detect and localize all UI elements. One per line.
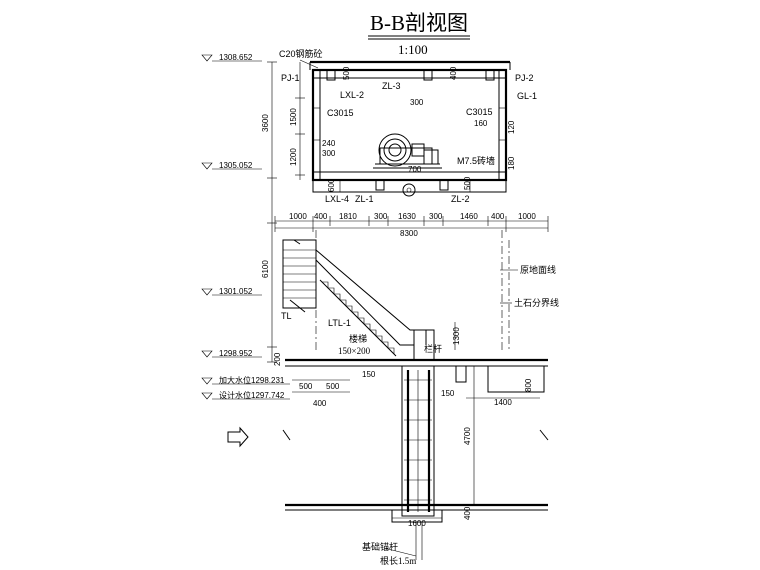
label-soil-rock: 土石分界线 (514, 297, 559, 308)
lower-dimensions: 500 500 400 150 150 800 1400 4700 400 16… (292, 366, 540, 566)
dim-200: 200 (273, 352, 282, 366)
dim-600: 600 (327, 178, 336, 192)
label-ltl1: LTL-1 (328, 318, 351, 328)
dim-150-b: 150 (441, 389, 455, 398)
dim-row-1630: 1630 (398, 212, 416, 221)
dim-300-wall: 300 (322, 149, 336, 158)
elevation-design-water: 设计水位1297.742 (219, 390, 285, 400)
dim-1600: 1600 (408, 519, 426, 528)
dim-500-slab: 500 (463, 176, 472, 190)
label-c20: C20钢筋砼 (279, 48, 323, 59)
dim-row-400-right: 400 (491, 212, 505, 221)
hoist-machine (373, 133, 442, 197)
left-dimension-chain: 3600 1500 1200 6100 200 (261, 61, 305, 366)
dim-6100: 6100 (261, 260, 270, 278)
label-stair: 楼梯 (349, 333, 367, 344)
stair-section: TL LTL-1 楼梯 150×200 栏杆 1300 (281, 239, 461, 361)
label-stair-size: 150×200 (338, 346, 371, 356)
dim-row-400-left: 400 (314, 212, 328, 221)
label-m75: M7.5砖墙 (457, 155, 495, 166)
dim-400-lower: 400 (313, 399, 327, 408)
drawing-scale: 1:100 (398, 42, 428, 57)
label-gl1: GL-1 (517, 91, 537, 101)
dim-160: 160 (474, 119, 488, 128)
dim-180: 180 (507, 156, 516, 170)
ground-lines: 原地面线 土石分界线 (500, 264, 559, 308)
horizontal-dimension-row: 1000 400 1810 300 1630 300 1460 400 1000… (274, 212, 549, 238)
elevation-max-water: 加大水位1298.231 (219, 375, 285, 385)
drawing-title: B-B剖视图 (370, 11, 468, 35)
label-tl: TL (281, 311, 292, 321)
dim-150-a: 150 (362, 370, 376, 379)
dim-row-1000-left: 1000 (289, 212, 307, 221)
dim-row-300-b: 300 (429, 212, 443, 221)
label-ground-line: 原地面线 (520, 264, 556, 275)
elevation-1298: 1298.952 (219, 349, 253, 358)
dim-300-inner: 300 (410, 98, 424, 107)
label-lxl2: LXL-2 (340, 90, 364, 100)
label-zl1: ZL-1 (355, 194, 374, 204)
label-c3015-left: C3015 (327, 108, 354, 118)
dim-500-lower-b: 500 (326, 382, 340, 391)
dim-8300: 8300 (400, 229, 418, 238)
flow-arrow-icon (227, 426, 249, 448)
dim-4700: 4700 (463, 427, 472, 445)
label-lxl4: LXL-4 (325, 194, 349, 204)
dim-500-top: 500 (342, 66, 351, 80)
dim-row-1810: 1810 (339, 212, 357, 221)
dim-400-top: 400 (449, 66, 458, 80)
dim-1400: 1400 (494, 398, 512, 407)
label-anchor: 基础锚杆 (362, 541, 398, 552)
upper-labels: C20钢筋砼 PJ-1 PJ-2 LXL-2 ZL-3 GL-1 C3015 C… (279, 48, 537, 204)
label-pj2: PJ-2 (515, 73, 534, 83)
label-c3015-right: C3015 (466, 107, 493, 117)
upper-house (309, 60, 511, 193)
label-zl2: ZL-2 (451, 194, 470, 204)
dim-1200: 1200 (289, 148, 298, 166)
dim-120: 120 (507, 120, 516, 134)
dim-3600: 3600 (261, 114, 270, 132)
elevation-1308: 1308.652 (219, 53, 253, 62)
dim-700: 700 (408, 165, 422, 174)
dim-row-300-a: 300 (374, 212, 388, 221)
lower-structure (227, 358, 549, 560)
elevation-markers: 1308.652 1305.052 1301.052 1298.952 加大水位… (201, 53, 290, 400)
label-anchor-length: 根长1.5m (380, 555, 416, 566)
dim-500-lower-a: 500 (299, 382, 313, 391)
label-pj1: PJ-1 (281, 73, 300, 83)
dim-1300: 1300 (452, 327, 461, 345)
dim-row-1000-right: 1000 (518, 212, 536, 221)
elevation-1305: 1305.052 (219, 161, 253, 170)
label-zl3: ZL-3 (382, 81, 401, 91)
elevation-1301: 1301.052 (219, 287, 253, 296)
dim-800: 800 (524, 378, 533, 392)
dim-row-1460: 1460 (460, 212, 478, 221)
dim-400-bottom: 400 (463, 506, 472, 520)
dim-1500: 1500 (289, 108, 298, 126)
dim-240: 240 (322, 139, 336, 148)
label-rail: 栏杆 (424, 343, 442, 354)
